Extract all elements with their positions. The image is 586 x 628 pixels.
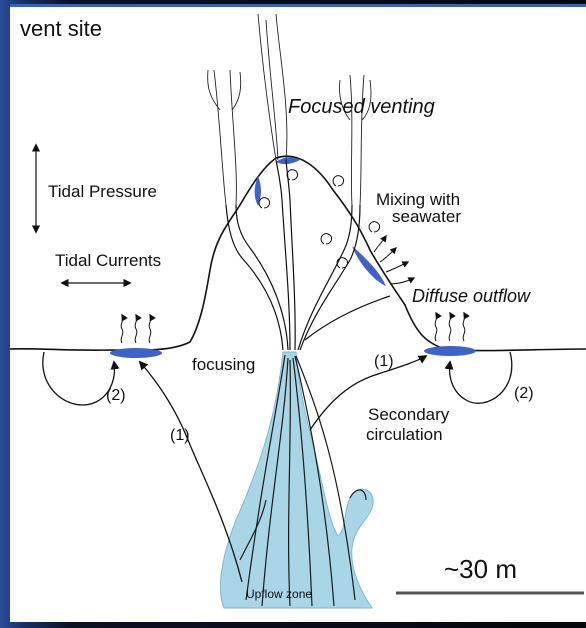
loop-right-arrow	[450, 352, 512, 403]
vent-patch-top	[276, 157, 300, 164]
diagram-title: vent site	[20, 16, 102, 41]
loop2-left-label: (2)	[106, 387, 126, 404]
loop2-right-label: (2)	[514, 385, 534, 402]
diffuse-outflow-label: Diffuse outflow	[412, 286, 531, 306]
seep-left	[110, 348, 162, 358]
tidal-currents-label: Tidal Currents	[55, 251, 161, 270]
seep-right	[424, 346, 476, 356]
upflow-zone-label: Upflow zone	[246, 587, 312, 601]
vent-patch-right	[352, 246, 386, 286]
mixing-label-line2: seawater	[392, 207, 461, 226]
loop-left-arrow	[43, 352, 115, 405]
focusing-label: focusing	[192, 355, 255, 374]
flow1-right-label: (1)	[374, 353, 394, 370]
secondary-label-line1: Secondary	[368, 405, 450, 424]
diffuse-squiggles	[121, 313, 465, 343]
scale-bar-label: ~30 m	[444, 554, 517, 584]
eddies	[259, 170, 380, 268]
flow1-left-label: (1)	[170, 427, 190, 444]
focused-venting-label: Focused venting	[288, 96, 435, 118]
tidal-pressure-label: Tidal Pressure	[48, 182, 157, 201]
secondary-label-line2: circulation	[366, 425, 443, 444]
